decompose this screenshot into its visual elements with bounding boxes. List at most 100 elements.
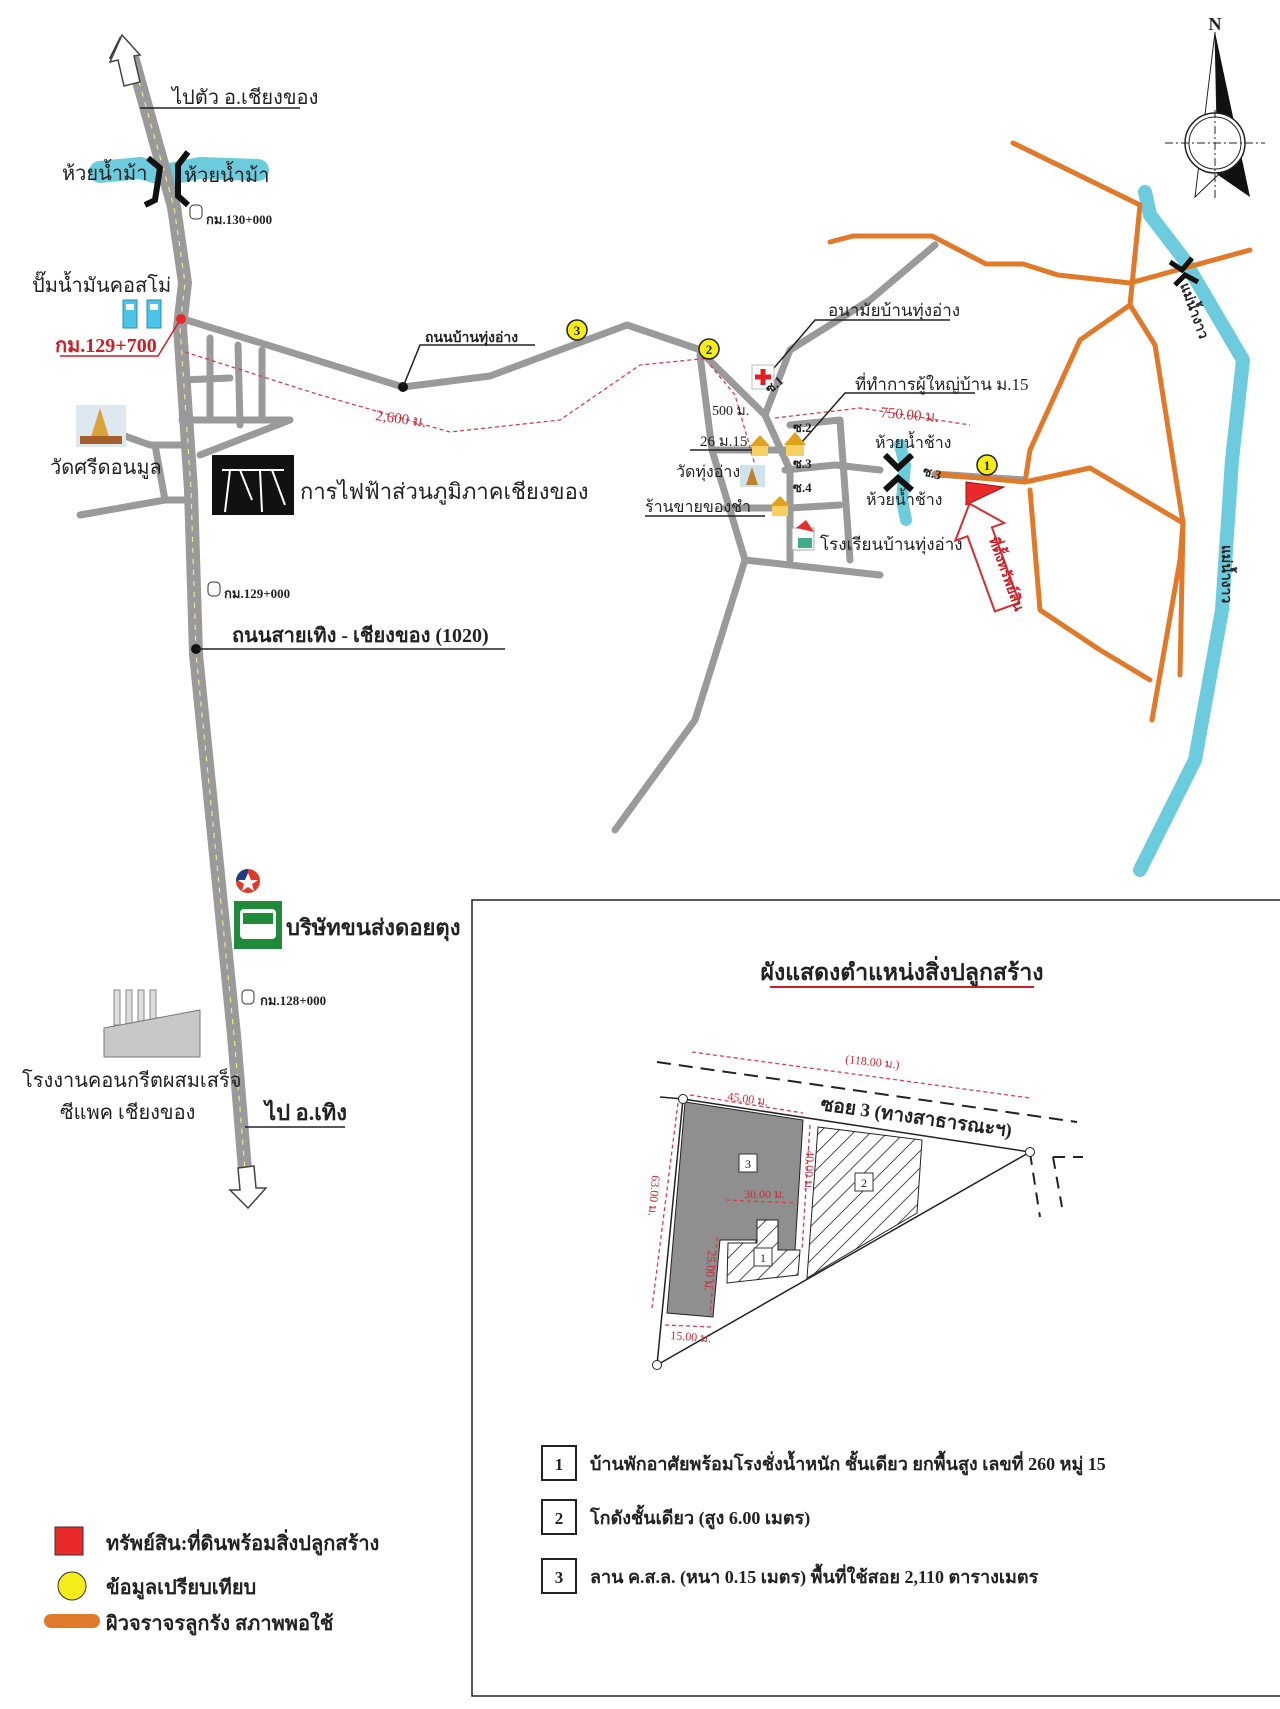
boundary-pin	[678, 1094, 688, 1104]
label-wat-thung-ang: วัดทุ่งอ่าง	[676, 464, 740, 482]
label-dist-500: 500 ม.	[712, 404, 749, 419]
leader-health-center	[767, 319, 950, 376]
dim-25: 25.00 ม.	[701, 1250, 719, 1292]
legend-swatch-property	[54, 1526, 84, 1556]
dim-30: 30.00 ม.	[744, 1187, 785, 1201]
plan-label-3: 3	[738, 1153, 758, 1173]
fuel-pump-icon	[122, 299, 162, 329]
building-3-concrete-yard	[666, 1101, 804, 1318]
pea-logo-icon	[212, 455, 294, 515]
plan-legend-item-1: 1 บ้านพักอาศัยพร้อมโรงชั่งน้ำหนัก ชั้นเด…	[541, 1445, 1106, 1481]
mae-ngao-river	[1133, 185, 1250, 877]
km-marker-icon	[207, 581, 221, 597]
dim-45: 45.00 ม.	[727, 1089, 769, 1109]
plan-label-2: 2	[854, 1172, 874, 1192]
dim-15: 15.00 ม.	[670, 1328, 712, 1346]
svg-text:3: 3	[745, 1157, 751, 1171]
svg-text:2: 2	[861, 1176, 867, 1190]
legend-swatch-laterite	[44, 1614, 100, 1628]
leader-road-ban-thung-ang	[402, 344, 535, 388]
km-marker-icon	[241, 989, 255, 1005]
label-huai-nam-ma-left: ห้วยน้ำม้า	[62, 159, 147, 185]
boundary-pin	[652, 1360, 662, 1370]
label-to-thoeng: ไป อ.เทิง	[263, 1099, 347, 1125]
label-soi-3-east: ซ.3	[921, 463, 943, 482]
label-health-center: อนามัยบ้านทุ่งอ่าง	[828, 301, 960, 321]
label-dist-2600: 2,600 ม.	[374, 408, 427, 431]
dim-line-25	[709, 1236, 718, 1316]
label-factory-line1: โรงงานคอนกรีตผสมเสร็จ	[22, 1067, 241, 1092]
km-129-700-point	[176, 314, 186, 324]
svg-text:โกดังชั้นเดียว (สูง 6.00 เมตร): โกดังชั้นเดียว (สูง 6.00 เมตร)	[589, 1504, 810, 1530]
label-wat-si-don-mun: วัดศรีดอนมูล	[50, 457, 162, 480]
label-km-129: กม.129+000	[224, 586, 290, 601]
soi-3-edge	[656, 1061, 1078, 1123]
svg-text:1: 1	[555, 1455, 564, 1474]
label-soi-2: ซ.2	[793, 420, 812, 435]
star-company-logo-icon	[236, 869, 260, 893]
label-grocery: ร้านขายของชำ	[645, 498, 751, 516]
svg-text:1: 1	[760, 1251, 766, 1265]
svg-text:บ้านพักอาศัยพร้อมโรงชั่งน้ำหนั: บ้านพักอาศัยพร้อมโรงชั่งน้ำหนัก ชั้นเดีย…	[590, 1450, 1106, 1476]
highway-centerline	[132, 59, 246, 1171]
distance-750-line	[774, 407, 971, 426]
dim-63: 63.00 ม.	[645, 1175, 663, 1217]
label-road-ban-thung-ang: ถนนบ้านทุ่งอ่าง	[425, 330, 518, 346]
dim-line-total	[691, 1051, 1031, 1099]
shop-icon	[770, 496, 790, 516]
property-marker-1: 1	[976, 454, 998, 476]
distance-500-line	[709, 364, 756, 466]
svg-text:3: 3	[555, 1568, 564, 1587]
bridge-huai-nam-ma-icon	[143, 150, 191, 208]
label-huai-nam-chang-bottom: ห้วยน้ำช้าง	[866, 488, 942, 509]
label-km-130: กม.130+000	[206, 212, 272, 227]
property-location-marker	[965, 481, 1006, 506]
north-label: N	[1209, 14, 1222, 34]
label-soi-3: ซ.3	[793, 456, 812, 471]
laterite-roads	[827, 140, 1253, 723]
bridge-mae-ngao-icon	[1168, 256, 1200, 287]
building-2-warehouse	[806, 1126, 923, 1279]
label-factory-line2: ซีแพค เชียงของ	[60, 1102, 195, 1124]
legend-swatch-comparable	[57, 1571, 87, 1601]
label-pump-station: ปั๊มน้ำมันคอสโม่	[32, 270, 171, 297]
label-school: โรงเรียนบ้านทุ่งอ่าง	[820, 534, 963, 555]
temple-image-icon	[76, 405, 126, 447]
factory-icon	[103, 989, 201, 1058]
legend-label-laterite: ผิวจราจรลูกรัง สภาพพอใช้	[106, 1611, 334, 1637]
label-dist-750: 750.00 ม.	[880, 405, 940, 426]
plan-legend-item-3: 3 ลาน ค.ส.ล. (หนา 0.15 เมตร) พื้นที่ใช้ส…	[541, 1558, 1039, 1594]
temple-thung-ang-icon	[740, 465, 765, 487]
dim-total: (118.00 ม.)	[845, 1052, 901, 1072]
legend-label-comparable: ข้อมูลเปรียบเทียบ	[106, 1576, 256, 1601]
svg-text:1: 1	[984, 458, 991, 473]
km-marker-icon	[189, 204, 203, 220]
bus-icon	[234, 901, 282, 949]
label-house-26: 26 ม.15	[700, 434, 747, 450]
label-pea: การไฟฟ้าส่วนภูมิภาคเชียงของ	[300, 479, 589, 505]
arrow-to-chiang-khong-icon	[108, 33, 142, 87]
arrow-to-thoeng-icon	[228, 1165, 268, 1210]
bridge-huai-nam-chang-icon	[882, 452, 915, 493]
boundary-pin	[1025, 1147, 1035, 1157]
dim-line-15	[664, 1324, 712, 1328]
property-arrow-icon: ที่ตั้งทรัพย์สิน	[953, 502, 1030, 614]
label-huai-nam-ma-right: ห้วยน้ำม้า	[184, 161, 269, 187]
comparable-marker-3: 3	[566, 319, 588, 341]
km-129-700-leader	[60, 319, 181, 357]
dim-line-45	[689, 1094, 804, 1114]
svg-text:3: 3	[574, 323, 581, 338]
school-icon	[791, 520, 815, 551]
label-mae-ngao-bottom: แม่น้ำงาว	[1218, 545, 1238, 603]
side-road-edge	[1029, 1152, 1083, 1218]
plan-legend-item-2: 2 โกดังชั้นเดียว (สูง 6.00 เมตร)	[541, 1499, 810, 1535]
dim-40: 40.00 ม.	[802, 1150, 817, 1191]
comparable-marker-2: 2	[698, 338, 720, 360]
svg-text:2: 2	[706, 342, 713, 357]
label-km-128: กม.128+000	[260, 993, 326, 1008]
site-plan-panel	[471, 899, 1280, 1697]
plan-title: ผังแสดงตำแหน่งสิ่งปลูกสร้าง	[761, 955, 1044, 987]
label-soi-4: ซ.4	[793, 480, 812, 495]
label-huai-nam-chang-top: ห้วยน้ำช้าง	[875, 431, 951, 452]
